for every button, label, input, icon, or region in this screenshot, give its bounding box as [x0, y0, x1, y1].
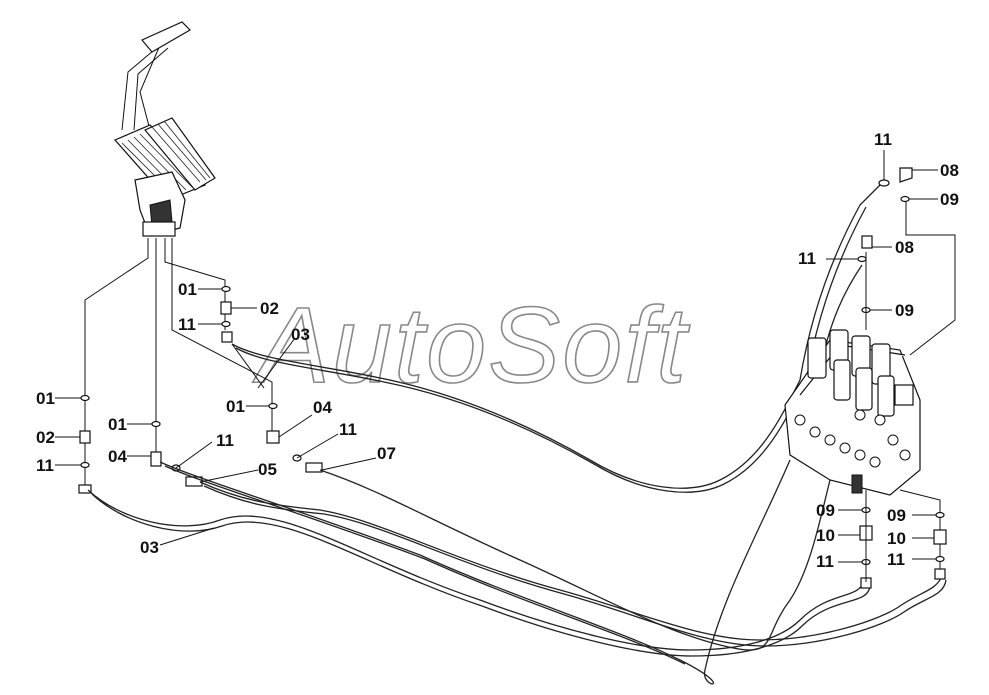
callout-01: 01: [178, 280, 197, 299]
leader-lines: [55, 150, 938, 563]
callout-09: 09: [940, 190, 959, 209]
callout-09: 09: [895, 301, 914, 320]
callout-05: 05: [258, 460, 277, 479]
callout-11: 11: [874, 130, 892, 149]
callout-11: 11: [178, 315, 196, 334]
callout-09: 09: [816, 501, 835, 520]
left-pipework: [78, 238, 323, 494]
callout-08: 08: [895, 238, 914, 257]
callout-04: 04: [313, 398, 332, 417]
callout-11: 11: [339, 420, 357, 439]
callout-11: 11: [36, 456, 54, 475]
callout-11: 11: [887, 550, 905, 569]
callout-04: 04: [108, 447, 127, 466]
callout-labels: 01 02 11 03 01 02 11 01 04 11 05 03 01 0…: [36, 130, 959, 571]
callout-10: 10: [816, 526, 835, 545]
control-valve-block: [784, 329, 921, 496]
callout-09: 09: [887, 506, 906, 525]
callout-07: 07: [377, 444, 396, 463]
callout-03: 03: [291, 325, 310, 344]
pedal-assembly: [114, 21, 216, 237]
callout-01: 01: [226, 397, 245, 416]
watermark: AutoSoft: [252, 284, 690, 405]
callout-03: 03: [140, 538, 159, 557]
hoses: [87, 182, 947, 685]
callout-01: 01: [36, 389, 55, 408]
callout-01: 01: [108, 415, 127, 434]
right-fittings: [857, 167, 956, 589]
callout-11: 11: [216, 431, 234, 450]
callout-11: 11: [816, 552, 834, 571]
callout-02: 02: [260, 299, 279, 318]
callout-08: 08: [940, 161, 959, 180]
callout-02: 02: [36, 428, 55, 447]
callout-11: 11: [798, 249, 816, 268]
callout-10: 10: [887, 529, 906, 548]
